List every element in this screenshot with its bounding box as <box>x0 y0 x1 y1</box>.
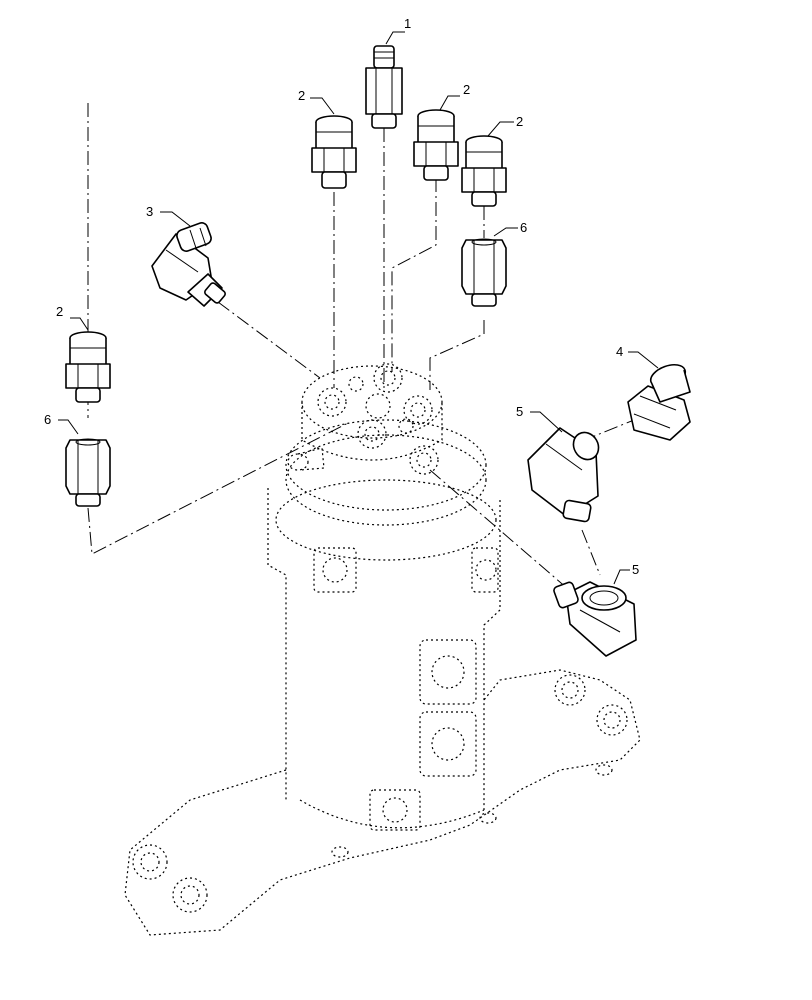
callout-3: 3 <box>146 204 153 219</box>
part-1-adapter[interactable] <box>365 45 403 129</box>
callout-1: 1 <box>404 16 411 31</box>
assembly-centerlines <box>87 103 635 596</box>
callout-5: 5 <box>516 404 523 419</box>
part-6-coupling-b[interactable] <box>65 438 111 507</box>
callout-2: 2 <box>516 114 523 129</box>
callout-2: 2 <box>56 304 63 319</box>
callout-6: 6 <box>44 412 51 427</box>
part-6-coupling-a[interactable] <box>461 238 507 307</box>
part-2-connector-a[interactable] <box>311 115 357 189</box>
part-5-elbow-lower[interactable] <box>553 581 637 657</box>
part-4-elbow[interactable] <box>627 360 691 441</box>
part-2-connector-c[interactable] <box>461 135 507 207</box>
callout-2: 2 <box>463 82 470 97</box>
part-3-elbow[interactable] <box>151 221 226 307</box>
part-5-elbow-upper[interactable] <box>527 427 603 523</box>
top-face-ports <box>317 363 439 475</box>
part-2-connector-b[interactable] <box>413 109 459 181</box>
callout-labels: 1 2 2 2 3 6 2 6 4 5 5 <box>44 16 639 577</box>
callout-4: 4 <box>616 344 623 359</box>
callout-2: 2 <box>298 88 305 103</box>
callout-leaders <box>58 31 659 585</box>
callout-6: 6 <box>520 220 527 235</box>
swivel-joint-body-hidden <box>124 365 641 936</box>
callout-5: 5 <box>632 562 639 577</box>
part-2-connector-d[interactable] <box>65 331 111 403</box>
